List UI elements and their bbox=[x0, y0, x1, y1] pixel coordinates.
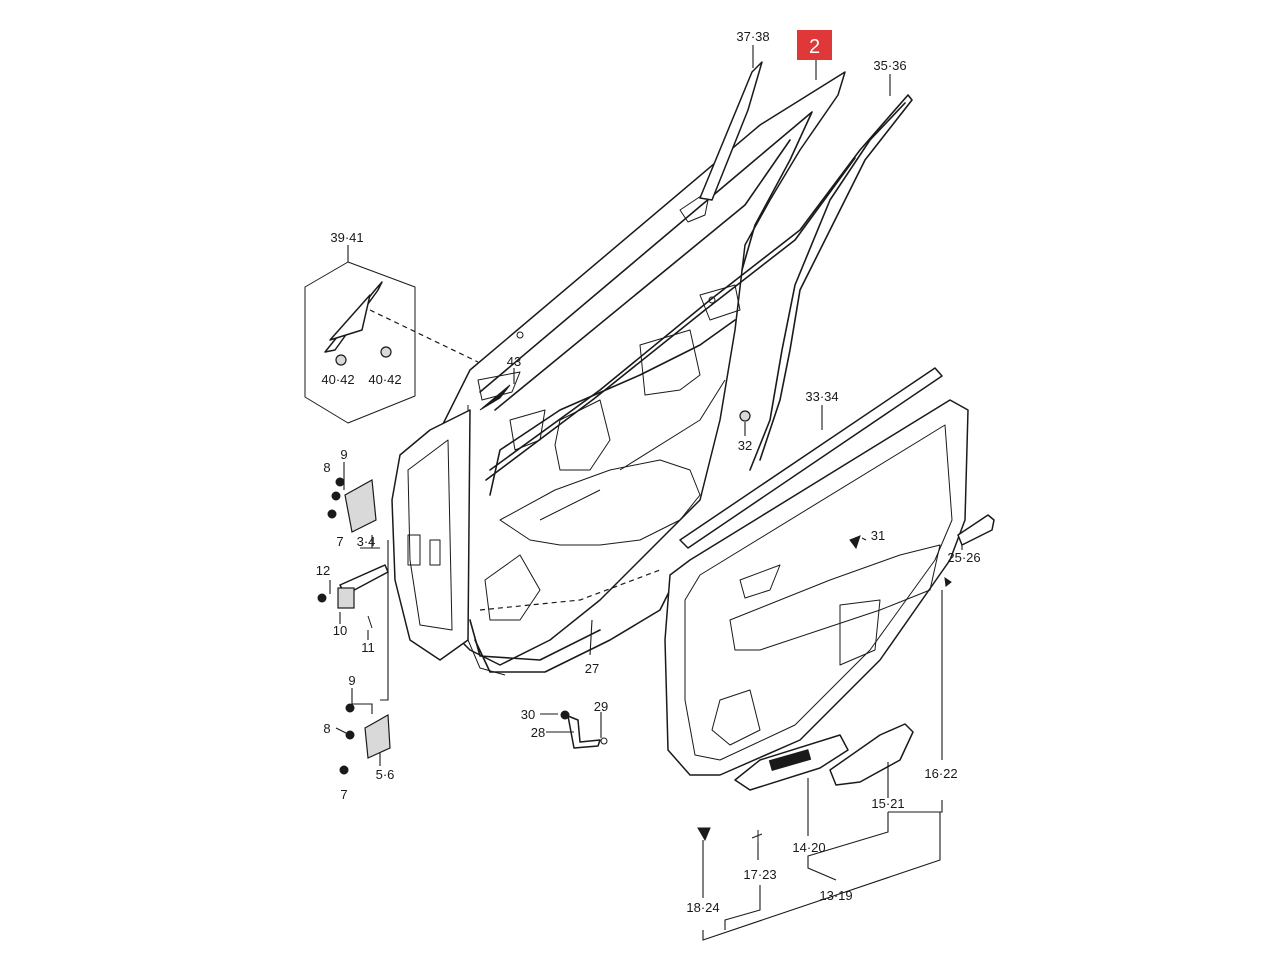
callout-25-26: 25·26 bbox=[947, 550, 980, 565]
callout-40-42-left: 40·42 bbox=[321, 372, 354, 387]
weatherstrip-35-36 bbox=[485, 94, 913, 481]
callout-30: 30 bbox=[521, 707, 535, 722]
callout-39-41: 39·41 bbox=[330, 230, 363, 245]
door-front-flange bbox=[391, 409, 471, 661]
callout-10: 10 bbox=[333, 623, 347, 638]
highlight-badge-box bbox=[797, 30, 832, 60]
callout-27: 27 bbox=[585, 661, 599, 676]
callout-28: 28 bbox=[531, 725, 545, 740]
callout-33-34: 33·34 bbox=[805, 389, 838, 404]
callout-35-36: 35·36 bbox=[873, 58, 906, 73]
leader-lines bbox=[329, 45, 963, 941]
lower-hinge bbox=[339, 703, 391, 775]
callout-8-lower: 8 bbox=[323, 721, 330, 736]
bracket-28 bbox=[560, 710, 608, 749]
callout-5-6: 5·6 bbox=[376, 767, 395, 782]
callout-18-24: 18·24 bbox=[686, 900, 719, 915]
callout-40-42-right: 40·42 bbox=[368, 372, 401, 387]
callout-9-lower: 9 bbox=[348, 673, 355, 688]
callout-14-20: 14·20 bbox=[792, 840, 825, 855]
switch-panel-14-20 bbox=[734, 734, 849, 791]
callout-8-upper: 8 bbox=[323, 460, 330, 475]
door-check bbox=[317, 564, 389, 629]
callout-12: 12 bbox=[316, 563, 330, 578]
callout-37-38: 37·38 bbox=[736, 29, 769, 44]
callout-7-lower: 7 bbox=[340, 787, 347, 802]
callout-15-21: 15·21 bbox=[871, 796, 904, 811]
sash-strip-37-38 bbox=[699, 61, 763, 201]
trim-clips bbox=[697, 410, 952, 842]
callout-17-23: 17·23 bbox=[743, 867, 776, 882]
callout-31: 31 bbox=[871, 528, 885, 543]
callout-32: 32 bbox=[738, 438, 752, 453]
callout-13-19: 13·19 bbox=[819, 888, 852, 903]
callout-labels: 37·38 35·36 39·41 40·42 40·42 43 33·34 3… bbox=[316, 29, 981, 915]
callout-7-upper: 7 bbox=[336, 534, 343, 549]
upper-hinge bbox=[327, 477, 377, 533]
highlight-badge-label: 2 bbox=[809, 36, 820, 58]
door-trim-panel bbox=[664, 399, 969, 776]
belt-moulding-33-34 bbox=[679, 367, 943, 549]
callout-3-4: 3·4 bbox=[357, 534, 376, 549]
bracket-25-26 bbox=[957, 514, 995, 546]
weatherstrip-27 bbox=[469, 569, 681, 673]
callout-29: 29 bbox=[594, 699, 608, 714]
callout-16-22: 16·22 bbox=[924, 766, 957, 781]
callout-43: 43 bbox=[507, 354, 521, 369]
detail-inset-39-41 bbox=[304, 261, 479, 424]
highlight-badge: 2 bbox=[797, 30, 832, 60]
pull-handle-15-21 bbox=[829, 723, 914, 786]
callout-9-upper: 9 bbox=[340, 447, 347, 462]
callout-11: 11 bbox=[361, 640, 375, 655]
